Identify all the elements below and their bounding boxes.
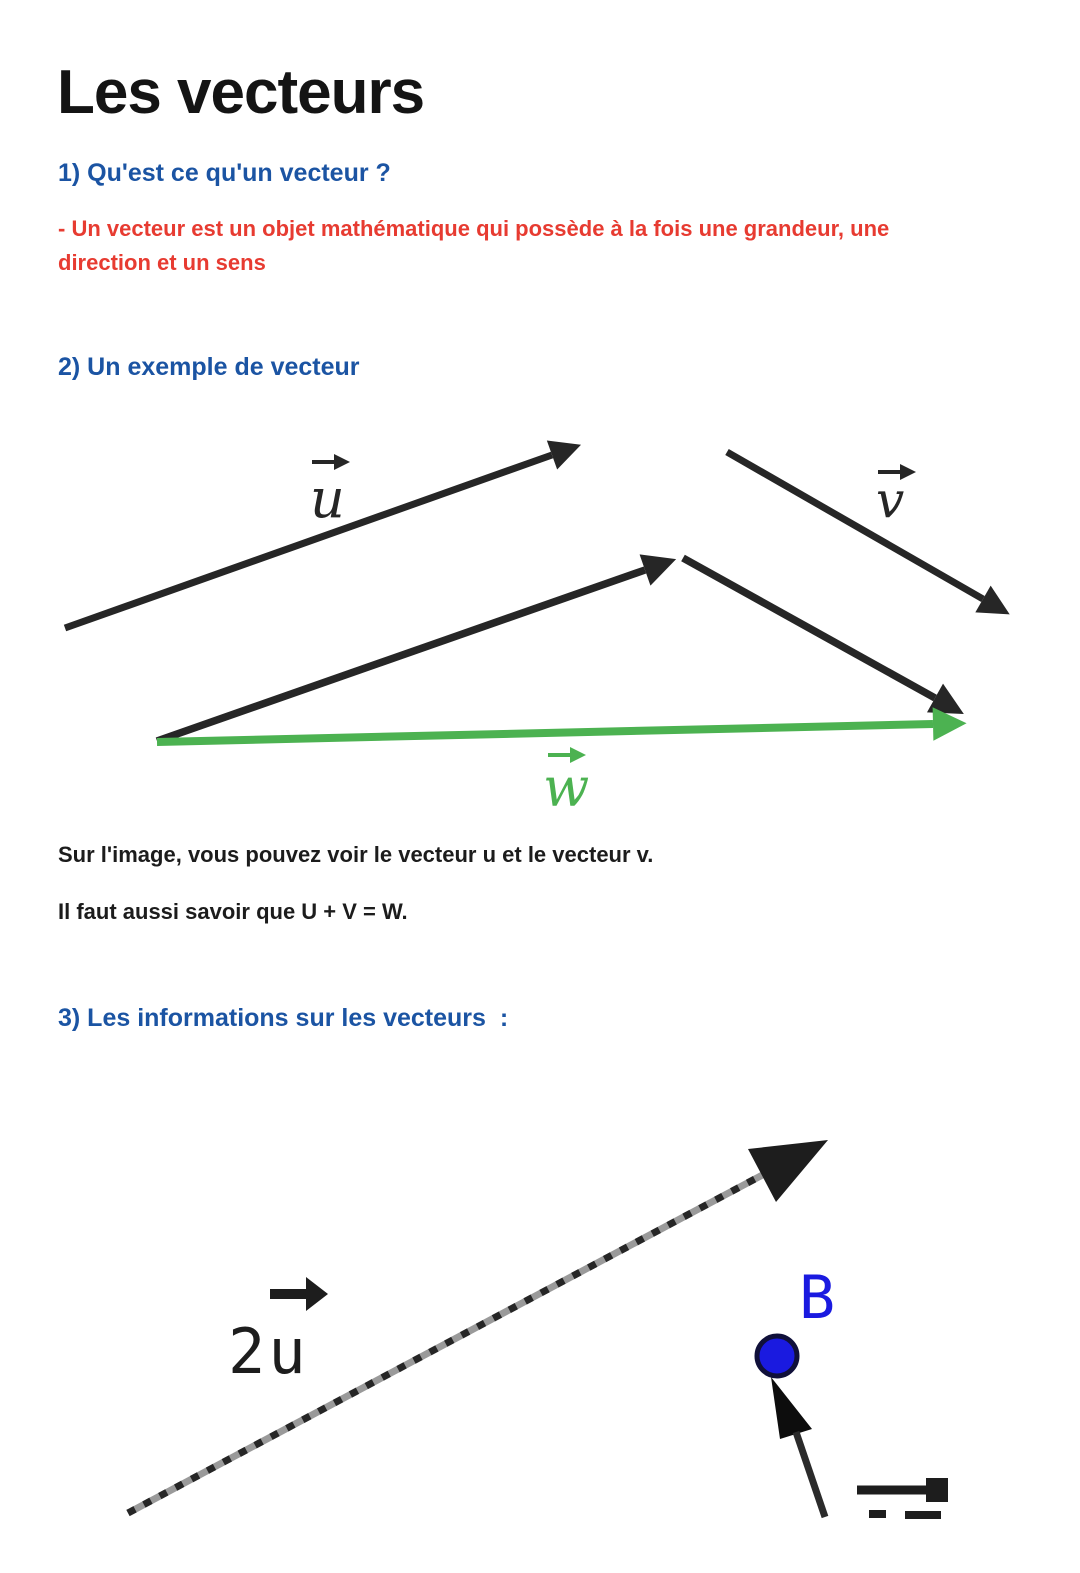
section2-heading: 2) Un exemple de vecteur [58, 353, 360, 381]
vectors-info-figure: 2u B [126, 1140, 948, 1519]
vector-definition-text: - Un vecteur est un objet mathématique q… [58, 212, 1008, 280]
vector-v-arrow [725, 448, 1010, 615]
vector-u-label: u [310, 467, 345, 530]
vector-2u-label: 2u [228, 1315, 309, 1388]
vector-w-arrow [156, 707, 967, 746]
vectors-example-figure: u v w [63, 440, 1010, 819]
section3-heading: 3) Les informations sur les vecteurs : [58, 1004, 509, 1032]
partial-vector-arrowhead-icon [926, 1478, 948, 1502]
page-title: Les vecteurs [57, 58, 425, 127]
cursor-arrow-tail [792, 1430, 829, 1519]
cursor-arrowhead-icon [771, 1377, 812, 1439]
point-b-label: B [799, 1263, 835, 1333]
vector-u-arrow [63, 440, 582, 632]
vector-w-label: w [543, 756, 589, 819]
vector-2u-label-arrow-bar [270, 1289, 308, 1299]
vector-2u-label-arrowhead-icon [306, 1277, 328, 1311]
figure-note-2: Il faut aussi savoir que U + V = W. [58, 899, 408, 924]
vector-definition-line1: - Un vecteur est un objet mathématique q… [58, 216, 890, 241]
triangle-v-side-arrow [681, 554, 964, 715]
partial-letter-mark-2 [905, 1511, 941, 1519]
vector-2u-arrowhead-icon [748, 1140, 828, 1202]
triangle-u-side-arrow [155, 554, 677, 745]
section1-heading: 1) Qu'est ce qu'un vecteur ? [58, 159, 391, 187]
figure-note-1: Sur l'image, vous pouvez voir le vecteur… [58, 842, 654, 867]
vector-2u-line [126, 1168, 770, 1517]
partial-letter-mark-1 [869, 1510, 886, 1518]
vector-v-label: v [876, 471, 904, 529]
vector-definition-line2: direction et un sens [58, 250, 266, 275]
point-b-dot [754, 1333, 800, 1379]
